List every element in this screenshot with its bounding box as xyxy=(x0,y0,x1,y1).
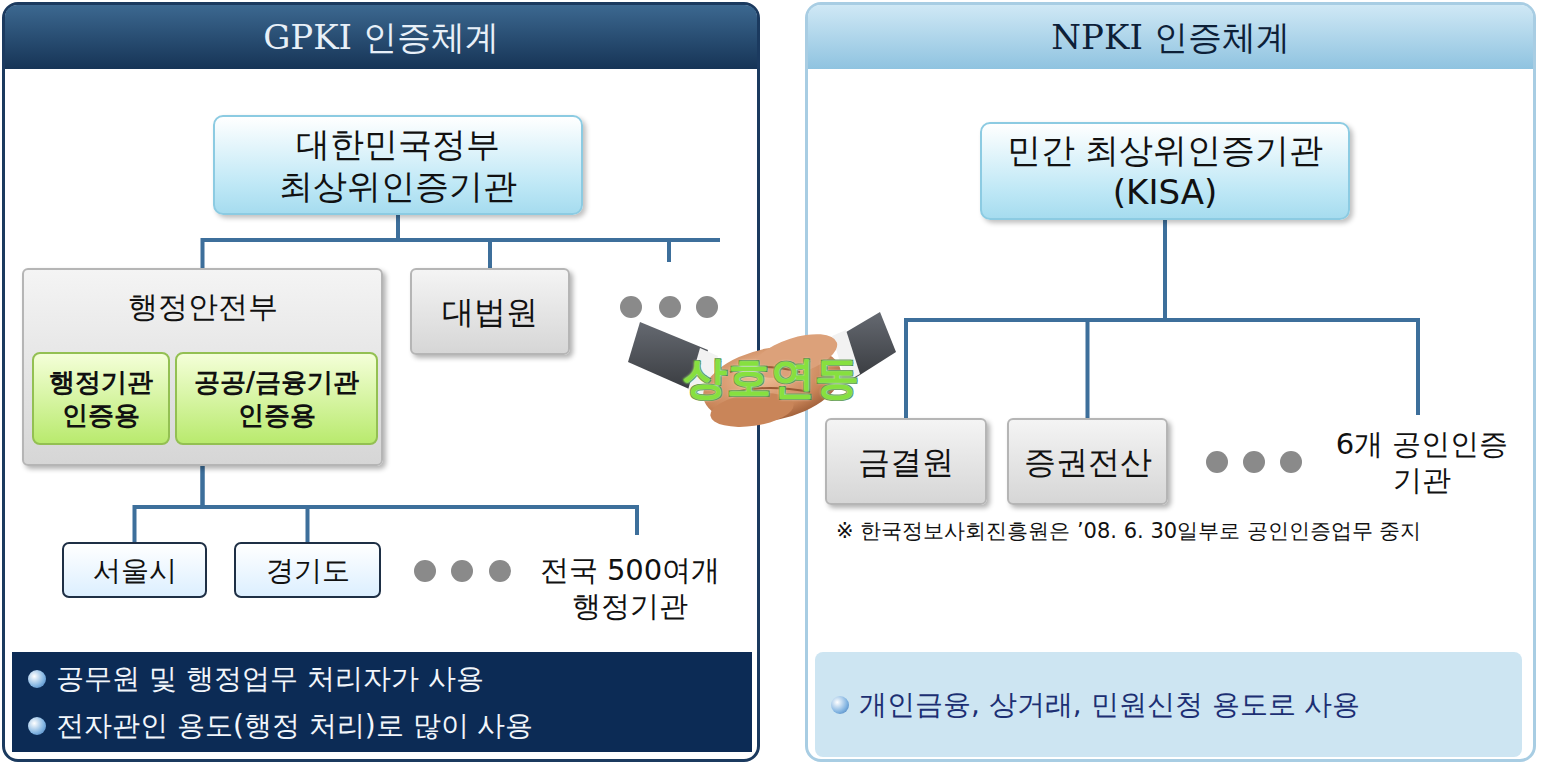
bus-stub xyxy=(489,238,720,242)
tree-connector xyxy=(906,220,1165,418)
panel-title: GPKI 인증체계 xyxy=(263,16,499,59)
box-label: 증권전산 xyxy=(1024,442,1152,482)
agency-box: 행정안전부행정기관 인증용 공공/금융기관 인증용 xyxy=(22,268,383,466)
note-label-text: 6개 공인인증 기관 xyxy=(1322,426,1522,499)
tree-connector xyxy=(203,215,399,268)
panel-header: NPKI 인증체계 xyxy=(808,5,1533,69)
usage-band: 공무원 및 행정업무 처리자가 사용전자관인 용도(행정 처리)로 많이 사용 xyxy=(12,652,752,752)
note-label: 전국 500여개 행정기관 xyxy=(530,552,730,625)
bus-stub xyxy=(1087,320,1418,415)
box-label: 대법원 xyxy=(442,292,538,332)
usage-item: 공무원 및 행정업무 처리자가 사용 xyxy=(24,661,740,696)
handshake-illustration xyxy=(628,312,896,434)
note-label: 6개 공인인증 기관 xyxy=(1322,426,1522,499)
note-label-text: 전국 500여개 행정기관 xyxy=(530,552,730,625)
box-label: 금결원 xyxy=(858,442,954,482)
box-label: 행정안전부 xyxy=(128,288,278,326)
tree-connector xyxy=(203,466,308,542)
agency-box: 금결원 xyxy=(825,418,987,505)
branch-stub xyxy=(667,240,671,262)
panel-header: GPKI 인증체계 xyxy=(5,5,757,69)
box-label: 서울시 xyxy=(93,553,177,588)
system-panel: GPKI 인증체계대한민국정부 최상위인증기관행정안전부행정기관 인증용 공공/금… xyxy=(2,2,760,762)
cert-type-box: 공공/금융기관 인증용 xyxy=(175,352,378,445)
tree-stubs xyxy=(307,240,1418,535)
footnote-text: ※ 한국정보사회진흥원은 ’08. 6. 30일부로 공인인증업무 중지 xyxy=(836,517,1486,545)
agency-box: 증권전산 xyxy=(1007,418,1168,505)
panel-title: NPKI 인증체계 xyxy=(1051,16,1289,59)
agency-box: 대법원 xyxy=(410,268,570,355)
box-label: 대한민국정부 최상위인증기관 xyxy=(223,123,573,208)
agency-box: 경기도 xyxy=(234,542,381,598)
box-label: 경기도 xyxy=(266,553,350,588)
usage-item: 개인금융, 상거래, 민원신청 용도로 사용 xyxy=(827,687,1510,722)
root-ca-box: 대한민국정부 최상위인증기관 xyxy=(213,115,583,215)
footnote: ※ 한국정보사회진흥원은 ’08. 6. 30일부로 공인인증업무 중지 xyxy=(836,517,1486,545)
box-label: 민간 최상위인증기관 (KISA) xyxy=(990,129,1340,214)
link-label-text: 상호연동 xyxy=(683,350,883,405)
link-label: 상호연동 xyxy=(683,350,883,405)
box-label: 행정기관 인증용 xyxy=(40,366,162,431)
agency-box: 서울시 xyxy=(62,542,207,598)
system-panel: NPKI 인증체계민간 최상위인증기관 (KISA) 금결원 증권전산개인금융, 상… xyxy=(805,2,1536,762)
tree-connector xyxy=(398,215,490,268)
cert-type-box: 행정기관 인증용 xyxy=(32,352,170,445)
tree-connector xyxy=(135,466,203,542)
box-label: 공공/금융기관 인증용 xyxy=(183,366,370,431)
root-ca-box: 민간 최상위인증기관 (KISA) xyxy=(980,122,1350,220)
usage-item: 전자관인 용도(행정 처리)로 많이 사용 xyxy=(24,708,740,743)
tree-connector xyxy=(1088,220,1166,418)
bus-stub xyxy=(307,507,637,535)
usage-band: 개인금융, 상거래, 민원신청 용도로 사용 xyxy=(815,652,1522,757)
